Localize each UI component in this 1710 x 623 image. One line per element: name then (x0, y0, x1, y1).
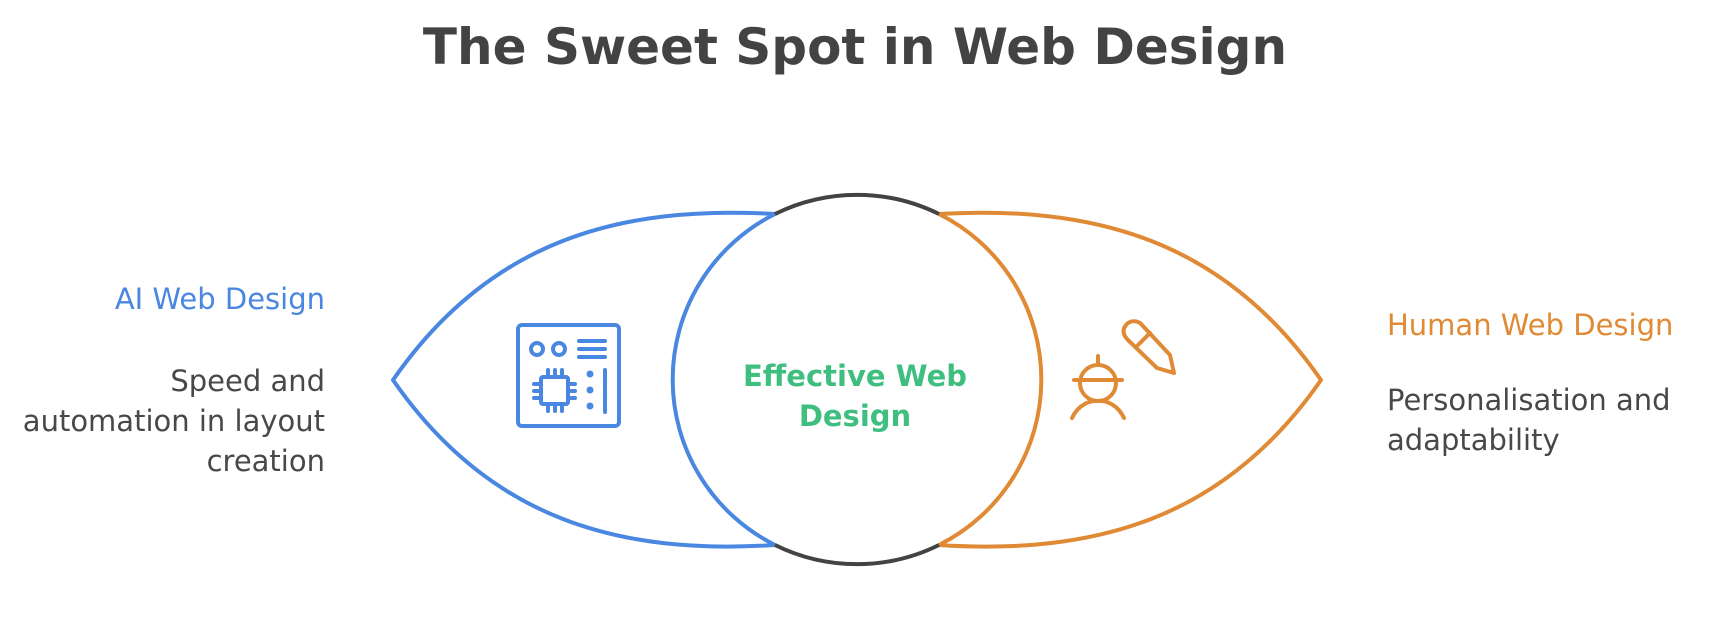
human-web-design-shape (937, 210, 1323, 549)
circuit-board-icon (516, 323, 621, 428)
human-web-design-description: Personalisation and adaptability (1387, 383, 1671, 457)
page-title: The Sweet Spot in Web Design (422, 18, 1288, 76)
ai-web-design-heading: AI Web Design (114, 282, 325, 316)
effective-web-design-label: Effective Web Design (742, 359, 967, 433)
ai-web-design-description: Speed and automation in layout creation (22, 364, 325, 478)
human-web-design-heading: Human Web Design (1387, 308, 1674, 342)
designer-with-pencil-icon (1070, 319, 1176, 420)
center-circle-top-arc (774, 192, 940, 216)
center-circle-bottom-arc (774, 543, 940, 567)
ai-web-design-shape (391, 210, 777, 549)
